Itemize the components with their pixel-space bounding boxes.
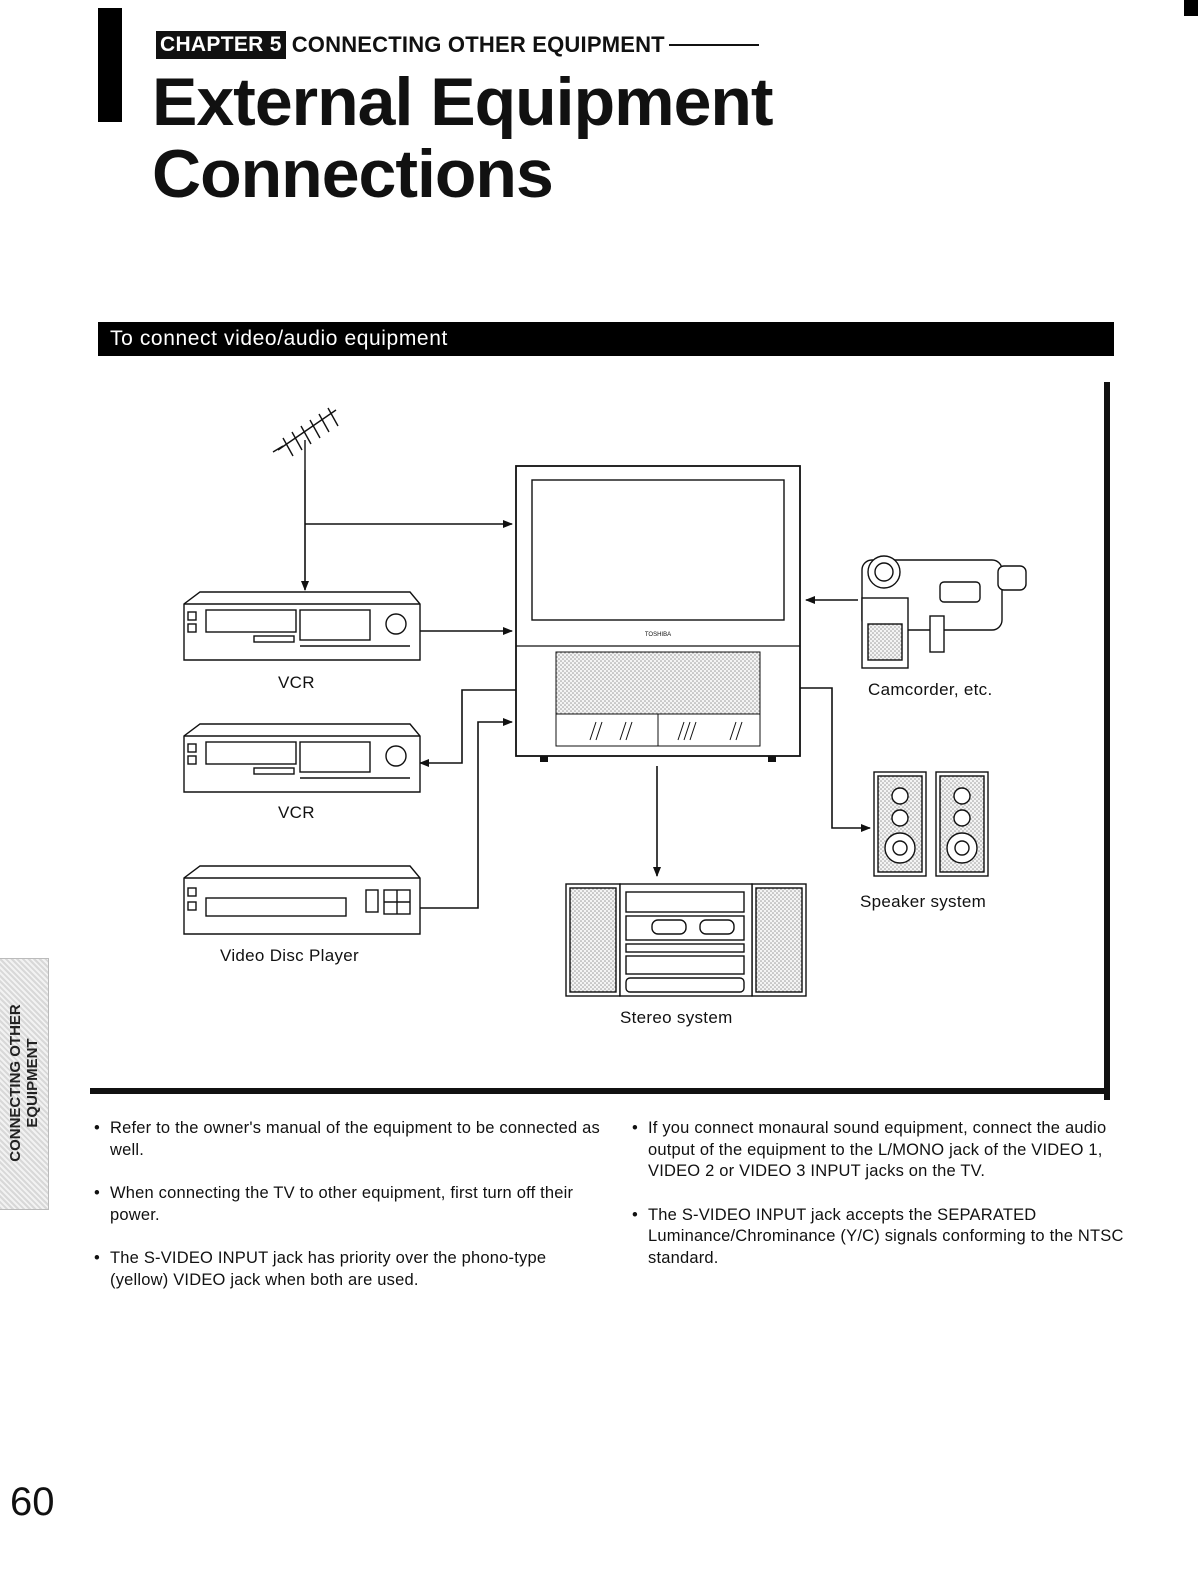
notes-left-column: Refer to the owner's manual of the equip… [90, 1118, 600, 1313]
diagram-border-bottom [90, 1088, 1110, 1094]
chapter-heading: CHAPTER 5 CONNECTING OTHER EQUIPMENT [156, 30, 759, 60]
connection-lines [301, 470, 871, 909]
stereo-system-label: Stereo system [620, 1008, 733, 1027]
note-item: Refer to the owner's manual of the equip… [90, 1118, 600, 1161]
vcr-middle-label: VCR [278, 803, 315, 822]
note-item: The S-VIDEO INPUT jack accepts the SEPAR… [628, 1205, 1128, 1270]
diagram-border-right [1104, 382, 1110, 1100]
title-accent-bar [98, 8, 122, 122]
note-item: If you connect monaural sound equipment,… [628, 1118, 1128, 1183]
vcr-middle-icon [183, 723, 421, 793]
chapter-side-tab-label: CONNECTING OTHER EQUIPMENT [7, 1004, 41, 1162]
chapter-rule [668, 44, 759, 46]
chapter-title: CONNECTING OTHER EQUIPMENT [291, 32, 665, 57]
chapter-side-tab [0, 958, 49, 1210]
side-tab-line-2: EQUIPMENT [24, 1038, 41, 1128]
chapter-badge: CHAPTER 5 [156, 31, 286, 59]
connection-diagram: TOSHIBA [183, 382, 1110, 1100]
speaker-system-icon [873, 771, 989, 877]
note-item: The S-VIDEO INPUT jack has priority over… [90, 1248, 600, 1291]
speaker-system-label: Speaker system [860, 892, 987, 911]
section-heading: To connect video/audio equipment [110, 327, 448, 350]
antenna-icon [272, 407, 339, 470]
notes-right-column: If you connect monaural sound equipment,… [628, 1118, 1128, 1291]
video-disc-player-label: Video Disc Player [220, 946, 359, 965]
camcorder-label: Camcorder, etc. [868, 680, 993, 699]
tv-brand-label: TOSHIBA [645, 632, 671, 638]
page-number: 60 [10, 1480, 55, 1524]
vcr-top-icon [183, 591, 421, 661]
note-item: When connecting the TV to other equipmen… [90, 1183, 600, 1226]
side-tab-line-1: CONNECTING OTHER [7, 1004, 24, 1162]
section-heading-bar [98, 322, 1114, 356]
corner-mark [1184, 0, 1198, 16]
video-disc-player-icon [183, 865, 421, 935]
camcorder-icon [861, 555, 1027, 669]
vcr-top-label: VCR [278, 673, 315, 692]
tv-icon: TOSHIBA [515, 465, 801, 762]
page-title: External Equipment Connections [152, 64, 774, 212]
stereo-system-icon [565, 883, 807, 997]
